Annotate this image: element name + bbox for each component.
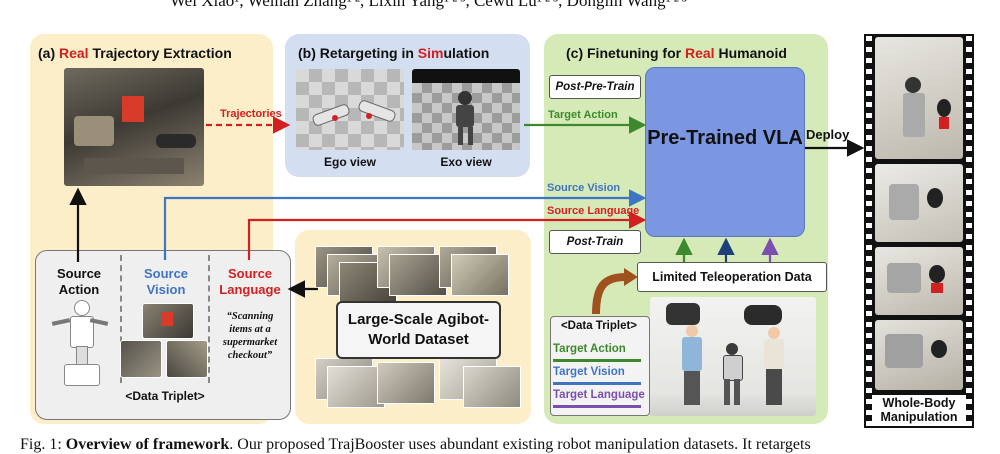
film-frame-4	[875, 320, 963, 390]
wheeled-robot-illustration	[51, 300, 109, 386]
triplet-to-teleop-arrow	[592, 273, 627, 315]
target-triplet-caption: <Data Triplet>	[560, 320, 638, 332]
source-vision-arrow-label: Source Vision	[547, 182, 621, 194]
authors-line: Wei Xiao¹, Weinan Zhang¹'², Lixin Yang¹'…	[170, 0, 687, 10]
post-train-box: Post-Train	[549, 230, 641, 254]
dataset-image-stack	[315, 246, 535, 416]
source-language-quote: “Scanning items at a supermarket checkou…	[222, 311, 278, 361]
panel-c-title: (c) Finetuning for Real Humanoid	[566, 45, 787, 61]
target-vision-label: Target Vision	[553, 366, 625, 378]
teleoperation-photo	[650, 297, 816, 416]
source-triplet-caption: <Data Triplet>	[125, 389, 205, 403]
panel-a-title: (a) Real Trajectory Extraction	[38, 45, 232, 61]
film-frame-1	[875, 37, 963, 159]
post-pre-train-box: Post-Pre-Train	[549, 75, 641, 99]
source-vision-label: Source Vision	[143, 266, 189, 297]
target-language-line	[553, 405, 641, 408]
source-vision-image-2	[120, 340, 162, 378]
source-language-arrow-label: Source Language	[547, 205, 640, 217]
source-language-label: Source Language	[219, 266, 281, 297]
ego-view-label: Ego view	[323, 155, 376, 169]
deploy-arrow-label: Deploy	[806, 127, 850, 142]
trajectories-arrow-label: Trajectories	[220, 108, 282, 120]
source-vision-image-3	[166, 340, 208, 378]
dataset-label-box: Large-Scale Agibot-World Dataset	[336, 301, 501, 359]
source-action-label: Source Action	[56, 266, 102, 297]
film-frame-3	[875, 247, 963, 315]
triplet-divider-2	[208, 255, 210, 383]
target-action-line	[553, 359, 641, 362]
film-strip-sprockets-left	[866, 36, 872, 426]
target-action-arrow-label: Target Action	[548, 109, 618, 121]
target-data-triplet-box	[550, 316, 650, 416]
source-vision-image-1	[142, 303, 194, 339]
teleoperation-data-box: Limited Teleoperation Data	[637, 262, 827, 292]
film-frame-2	[875, 164, 963, 242]
real-scene-photo	[64, 68, 204, 186]
ego-view-image	[296, 69, 404, 150]
source-vision-arrow	[163, 189, 647, 260]
panel-b-title: (b) Retargeting in Simulation	[298, 45, 490, 61]
source-language-arrow	[247, 211, 647, 260]
exo-view-image	[412, 69, 520, 150]
exo-view-label: Exo view	[440, 155, 492, 169]
triplet-divider-1	[120, 255, 122, 383]
target-action-label: Target Action	[553, 343, 626, 355]
figure-caption: Fig. 1: Overview of framework. Our propo…	[20, 436, 811, 453]
target-language-label: Target Language	[553, 389, 645, 401]
film-strip-sprockets-right	[966, 36, 972, 426]
whole-body-caption: Whole-Body Manipulation	[872, 395, 966, 426]
target-vision-line	[553, 382, 641, 385]
pre-trained-vla-box: Pre-Trained VLA	[645, 67, 805, 237]
